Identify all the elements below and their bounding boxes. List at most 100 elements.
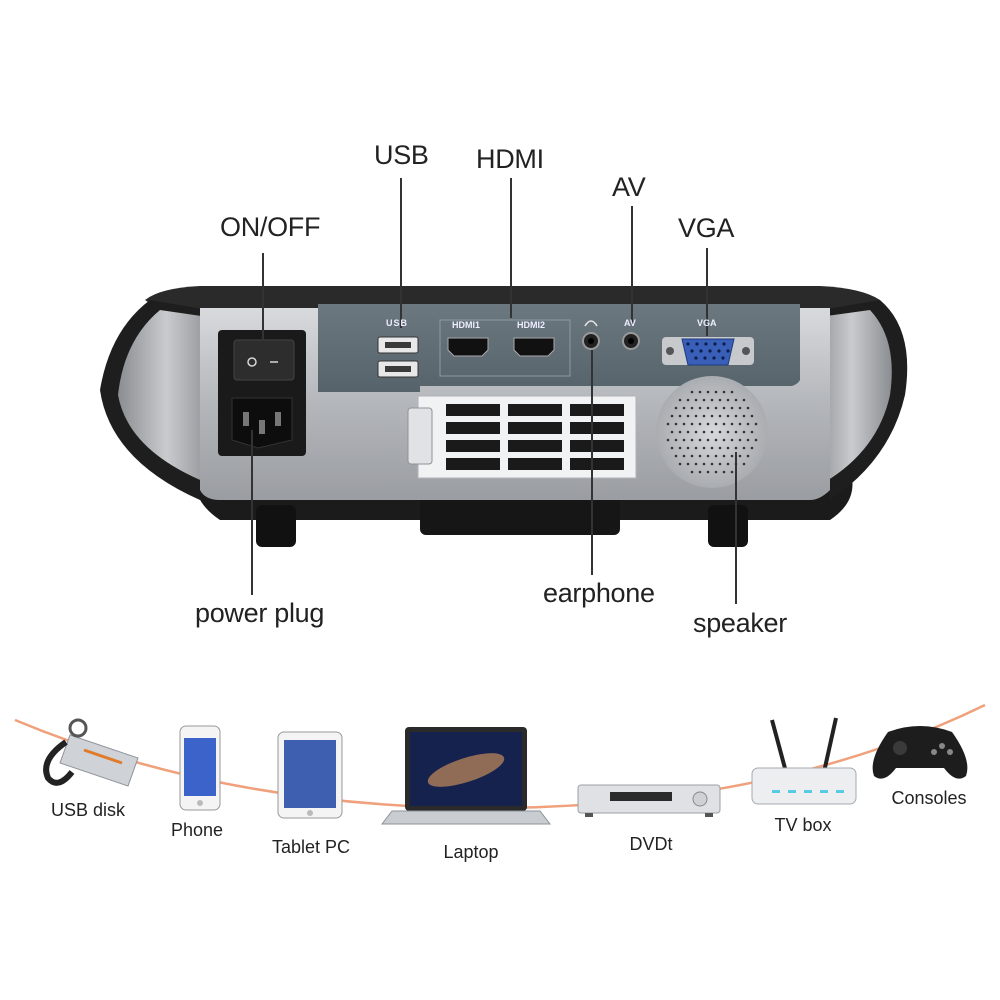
- speaker-hole: [702, 462, 706, 466]
- vga-pin: [717, 349, 721, 353]
- device-label-tv-box: TV box: [774, 815, 832, 835]
- speaker-hole: [718, 414, 722, 418]
- speaker-hole: [694, 414, 698, 418]
- vga-pin: [694, 356, 698, 360]
- panel-label-vga: VGA: [697, 318, 717, 328]
- vent-slot: [446, 422, 500, 434]
- speaker-hole: [678, 414, 682, 418]
- speaker-hole: [686, 414, 690, 418]
- speaker-hole: [666, 438, 670, 442]
- dvd-player-icon: [577, 784, 721, 817]
- speaker-hole: [702, 414, 706, 418]
- callout-speaker: speaker: [693, 608, 787, 638]
- panel-label-usb: USB: [386, 318, 409, 328]
- tvbox-led: [820, 790, 828, 793]
- vent-slot: [446, 404, 500, 416]
- speaker-hole: [726, 398, 730, 402]
- speaker-hole: [694, 446, 698, 450]
- iec-pin-mid: [259, 420, 265, 434]
- speaker-hole: [702, 446, 706, 450]
- phone-icon: [179, 725, 221, 811]
- leader-on-off: [262, 253, 264, 341]
- speaker-hole: [754, 422, 758, 426]
- speaker-hole: [742, 414, 746, 418]
- vga-pins: [686, 342, 730, 360]
- speaker-hole: [730, 422, 734, 426]
- speaker-holes: [666, 390, 758, 474]
- hdmi-bracket: [439, 319, 571, 377]
- speaker-hole: [738, 454, 742, 458]
- callout-usb: USB: [374, 140, 429, 170]
- speaker-hole: [726, 414, 730, 418]
- iec-pin-right: [275, 412, 281, 426]
- vga-port: [681, 338, 735, 366]
- speaker-hole: [686, 430, 690, 434]
- vent-latch: [407, 407, 433, 465]
- leader-vga: [706, 248, 708, 336]
- speaker-hole: [666, 422, 670, 426]
- callout-vga: VGA: [678, 213, 735, 243]
- speaker-hole: [710, 398, 714, 402]
- right-wing-silver: [812, 310, 892, 482]
- laptop-icon: [380, 727, 552, 825]
- panel-label-hdmi2: HDMI2: [517, 320, 546, 330]
- vga-pin: [708, 349, 712, 353]
- speaker-hole: [674, 422, 678, 426]
- speaker-hole: [738, 438, 742, 442]
- tvbox-led: [788, 790, 796, 793]
- speaker-hole: [722, 390, 726, 394]
- speaker-hole: [734, 446, 738, 450]
- speaker-hole: [754, 438, 758, 442]
- speaker-hole: [714, 422, 718, 426]
- speaker-hole: [702, 398, 706, 402]
- speaker-hole: [706, 422, 710, 426]
- callout-earphone: earphone: [543, 578, 655, 608]
- speaker-hole: [734, 430, 738, 434]
- device-label-usb-disk: USB disk: [50, 800, 126, 820]
- vga-pin: [704, 342, 708, 346]
- speaker-hole: [690, 422, 694, 426]
- speaker-hole: [722, 438, 726, 442]
- speaker-hole: [690, 438, 694, 442]
- vga-pin: [726, 349, 730, 353]
- speaker-hole: [750, 414, 754, 418]
- speaker-hole: [718, 430, 722, 434]
- speaker-hole: [710, 462, 714, 466]
- speaker-hole: [722, 470, 726, 474]
- speaker-hole: [746, 422, 750, 426]
- speaker-hole: [742, 430, 746, 434]
- vga-pin: [721, 356, 725, 360]
- vga-pin: [703, 356, 707, 360]
- speaker-hole: [730, 438, 734, 442]
- rocker-switch: [233, 339, 295, 381]
- speaker-hole: [706, 470, 710, 474]
- speaker-hole: [730, 470, 734, 474]
- speaker-hole: [730, 454, 734, 458]
- speaker-hole: [710, 446, 714, 450]
- device-label-dvdt: DVDt: [629, 834, 673, 854]
- left-wing-silver: [118, 310, 215, 482]
- switch-off-mark: [247, 357, 257, 367]
- speaker-hole: [714, 406, 718, 410]
- iec-pin-left: [243, 412, 249, 426]
- front-foot-right: [708, 505, 748, 547]
- speaker-hole: [722, 406, 726, 410]
- speaker-hole: [698, 438, 702, 442]
- callout-power-plug: power plug: [195, 598, 325, 628]
- vga-pin: [712, 356, 716, 360]
- speaker-hole: [730, 406, 734, 410]
- tv-box-icon: [751, 717, 857, 805]
- speaker-hole: [734, 414, 738, 418]
- usb-disk-icon: [43, 718, 139, 787]
- speaker-hole: [714, 470, 718, 474]
- speaker-hole: [726, 462, 730, 466]
- speaker-hole: [718, 446, 722, 450]
- base-skirt: [420, 490, 620, 535]
- speaker-hole: [678, 462, 682, 466]
- speaker-hole: [678, 398, 682, 402]
- vent-slot: [570, 404, 624, 416]
- tvbox-led: [772, 790, 780, 793]
- speaker-hole: [674, 438, 678, 442]
- hdmi2-port: [513, 337, 555, 357]
